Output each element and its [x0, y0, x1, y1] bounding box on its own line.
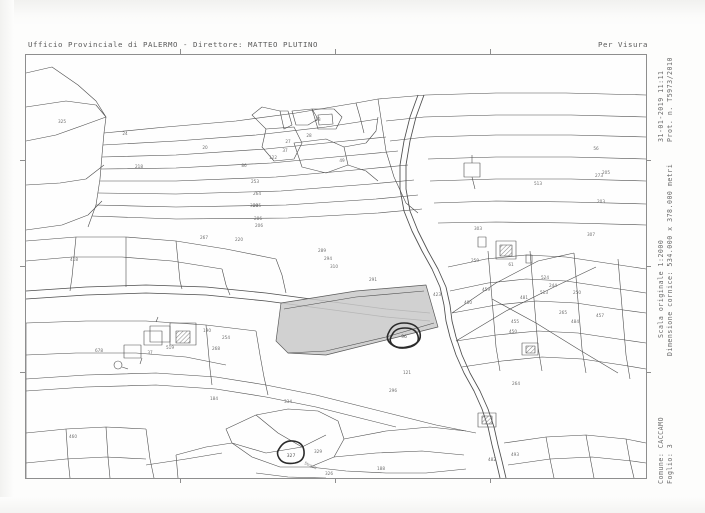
parcel-number: 482: [488, 457, 496, 462]
parcel-number: 273: [595, 173, 603, 178]
parcel-number: 455: [511, 319, 519, 324]
parcel-number: 268: [212, 346, 220, 351]
parcel-number: 481: [520, 295, 528, 300]
parcel-number: 37: [282, 148, 288, 153]
parcel-number: 254: [222, 335, 230, 340]
parcel-number: 20: [202, 145, 208, 150]
parcel-number: 450: [509, 329, 517, 334]
parcel-number: 184: [210, 396, 218, 401]
foglio-label: Foglio: 3: [666, 443, 674, 484]
parcel-number: 250: [573, 290, 581, 295]
frame-tick-right: [646, 160, 651, 161]
frame-tick-right: [646, 266, 651, 267]
parcel-number: 493: [511, 452, 519, 457]
scan-edge-bottom: [0, 497, 705, 513]
parcel-number: 326: [325, 471, 333, 476]
header-visura-label: Per Visura: [598, 40, 648, 49]
parcel-number: 289: [318, 248, 326, 253]
parcel-number: 513: [534, 181, 542, 186]
parcel-number: 190: [203, 328, 211, 333]
parcel-number: 418: [70, 257, 78, 262]
frame-tick-bottom: [490, 478, 491, 483]
parcel-number: 61: [508, 262, 514, 267]
parcel-number: 265: [559, 310, 567, 315]
parcel-number: 218: [135, 164, 143, 169]
road-name-labels: StradaStrada: [304, 460, 319, 470]
annotation-circles: [276, 322, 422, 465]
scan-edge-top: [0, 0, 705, 26]
parcel-number: 56: [593, 146, 599, 151]
parcel-number: 285: [253, 203, 261, 208]
frame-tick-bottom: [335, 478, 336, 483]
frame-tick-left: [20, 372, 25, 373]
frame-tick-left: [20, 160, 25, 161]
parcel-number: 121: [403, 370, 411, 375]
parcel-number: 460: [69, 434, 77, 439]
parcel-number: 519: [166, 345, 174, 350]
comune-label: Comune: CACCAMO: [657, 416, 665, 484]
parcel-number: 253: [251, 179, 259, 184]
header-office-label: Ufficio Provinciale di PALERMO - Diretto…: [28, 40, 318, 49]
parcel-number: 303: [474, 226, 482, 231]
parcel-number: 286: [254, 216, 262, 221]
parcel-number: 294: [324, 256, 332, 261]
parcel-number: 24: [122, 131, 128, 136]
frame-tick-left: [20, 266, 25, 267]
parcel-number: 296: [389, 388, 397, 393]
parcel-number: 300: [250, 203, 258, 208]
parcel-number: 27: [285, 139, 291, 144]
parcel-number: 325: [58, 119, 66, 124]
scan-edge-left: [0, 0, 14, 513]
parcel-number: 188: [377, 466, 385, 471]
scale-label: Scala originale 1:2000: [657, 239, 665, 338]
parcel-number: 459: [482, 287, 490, 292]
parcel-number: 264: [253, 191, 261, 196]
parcel-number: 291: [369, 277, 377, 282]
road-name: Strada: [304, 460, 319, 470]
parcel-number: 513: [540, 290, 548, 295]
parcel-number: 457: [596, 313, 604, 318]
frame-tick-top: [335, 49, 336, 54]
frame-tick-top: [180, 49, 181, 54]
protocol-number-label: Prot. n. T5973/2010: [666, 57, 674, 142]
parcel-number: 310: [330, 264, 338, 269]
parcel-number: 13: [315, 117, 321, 122]
parcel-boundaries: [26, 66, 646, 478]
frame-tick-top: [490, 49, 491, 54]
parcel-number: 203: [597, 199, 605, 204]
frame-tick-right: [646, 372, 651, 373]
parcel-number: 122: [269, 155, 277, 160]
parcel-number: 49: [339, 158, 345, 163]
parcel-number: 524: [541, 275, 549, 280]
highlighted-parcel-number: 96: [401, 334, 407, 340]
parcel-number: 259: [471, 258, 479, 263]
parcel-number: 307: [587, 232, 595, 237]
parcel-number: 37: [147, 350, 153, 355]
parcel-number: 334: [284, 399, 292, 404]
parcel-number: 267: [200, 235, 208, 240]
parcel-number: 480: [464, 300, 472, 305]
parcel-number: 678: [95, 348, 103, 353]
parcel-number: 423: [433, 292, 441, 297]
parcel-number: 220: [235, 237, 243, 242]
parcel-number: 484: [571, 319, 579, 324]
protocol-date-label: 31-01-2019 11:11: [657, 70, 665, 142]
parcel-number: 205: [602, 170, 610, 175]
parcel-number: 28: [306, 133, 312, 138]
highlighted-parcel-number: 327: [287, 453, 296, 459]
parcel-number: 264: [512, 381, 520, 386]
parcel-number: 329: [314, 449, 322, 454]
cadastral-map-drawing[interactable]: 3252420271328371224956218862052532642853…: [26, 55, 646, 478]
parcel-number: 86: [241, 163, 247, 168]
parcel-number: 244: [549, 283, 557, 288]
frame-size-label: Dimensione cornice: 534.000 x 378.000 me…: [666, 163, 674, 356]
parcel-number: 206: [255, 223, 263, 228]
frame-tick-bottom: [180, 478, 181, 483]
